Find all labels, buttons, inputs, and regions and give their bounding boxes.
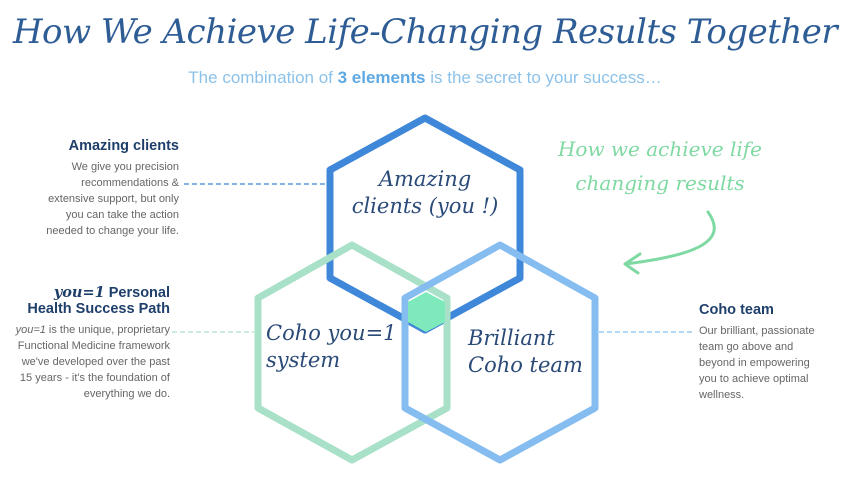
body-line: we've developed over the past <box>21 356 170 368</box>
body-line: you to achieve optimal <box>699 373 809 385</box>
hexagon-top-line: Amazing <box>378 167 472 191</box>
body-line: you=1 is the unique, proprietary <box>0 322 170 338</box>
hexagon-left-line: system <box>266 348 341 372</box>
you1-block: you=1 Personal Health Success Path you=1… <box>0 284 170 402</box>
body-line: We give you precision <box>71 161 179 173</box>
subtitle-text: The combination of <box>188 68 338 87</box>
body-line: beyond in empowering <box>699 357 810 369</box>
hexagon-coho-system <box>254 241 451 464</box>
hexagon-top-line: clients (you !) <box>351 194 499 218</box>
subtitle-emphasis: 3 elements <box>337 68 426 87</box>
body-line: 15 years - it's the foundation of <box>19 372 170 384</box>
hexagon-top-label: Amazing clients (you !) <box>340 166 510 220</box>
hexagon-left-label: Coho you=1 system <box>266 320 416 374</box>
amazing-clients-block: Amazing clients We give you precision re… <box>0 138 179 239</box>
subtitle: The combination of 3 elements is the sec… <box>0 68 850 88</box>
hexagon-right-label: Brilliant Coho team <box>468 325 598 379</box>
you1-brand: you=1 <box>53 284 105 301</box>
body-line: extensive support, but only <box>48 193 179 205</box>
body-line: everything we do. <box>83 388 170 400</box>
body-line: Our brilliant, passionate <box>699 325 815 337</box>
hexagon-coho-team <box>401 241 599 464</box>
body-line: team go above and <box>699 341 794 353</box>
body-line: Functional Medicine framework <box>17 340 170 352</box>
body-line: you can take the action <box>65 209 179 221</box>
you1-heading-line2: Health Success Path <box>27 301 170 317</box>
coho-team-block: Coho team Our brilliant, passionate team… <box>699 302 849 403</box>
body-line: wellness. <box>699 389 745 401</box>
subtitle-text-end: is the secret to your success… <box>425 68 662 87</box>
you1-brand-inline: you=1 <box>15 324 46 336</box>
amazing-clients-heading: Amazing clients <box>68 138 179 154</box>
heading-text: Personal <box>104 285 170 301</box>
center-overlap-hexagon <box>408 292 445 332</box>
body-text: is the unique, proprietary <box>45 324 170 336</box>
body-line: needed to change your life. <box>46 225 179 237</box>
annotation-text: How we achieve life changing results <box>545 132 775 200</box>
coho-team-heading: Coho team <box>699 302 774 318</box>
hexagon-left-line: Coho you=1 <box>266 321 397 345</box>
annotation-line: How we achieve life <box>557 137 763 161</box>
hexagon-right-line: Coho team <box>468 353 583 377</box>
annotation-line: changing results <box>575 171 745 195</box>
hexagon-right-line: Brilliant <box>468 326 555 350</box>
curved-arrow-icon <box>623 210 716 275</box>
you1-heading: you=1 Personal <box>0 284 170 301</box>
body-line: recommendations & <box>81 177 179 189</box>
page-title: How We Achieve Life-Changing Results Tog… <box>12 12 838 52</box>
